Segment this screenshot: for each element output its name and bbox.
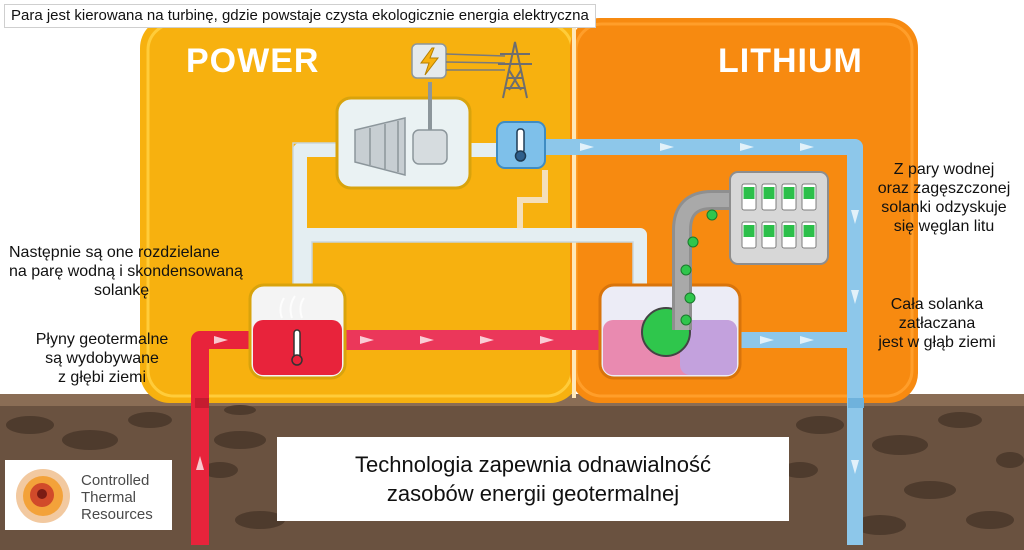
- logo-wordmark: Controlled Thermal Resources: [81, 472, 153, 523]
- label-recovery-line: się węglan litu: [893, 218, 995, 235]
- label-injection-line: Cała solanka: [890, 296, 984, 313]
- logo-word: Controlled: [81, 472, 150, 489]
- note-line: Technologia zapewnia odnawialność: [355, 452, 711, 477]
- rock-pattern: [6, 405, 1024, 535]
- brine-return-pipe: [545, 139, 863, 545]
- label-extraction-line: z głębi ziemi: [57, 369, 147, 386]
- geothermal-inflow-pipe: [191, 331, 255, 545]
- caption-banner: Para jest kierowana na turbinę, gdzie po…: [4, 4, 596, 28]
- label-recovery: Z pary wodnej oraz zagęszczonej solanki …: [866, 160, 1022, 236]
- label-injection-line: jest w głąb ziemi: [878, 334, 996, 351]
- flow-arrows: [196, 143, 859, 474]
- lithium-cell-charge: [743, 187, 755, 199]
- transmission-tower-icon: [498, 41, 532, 99]
- lithium-cell-charge: [763, 187, 775, 199]
- lightning-icon: [411, 43, 447, 79]
- note-line: zasobów energii geotermalnej: [386, 481, 680, 506]
- lithium-cell-charge: [803, 225, 815, 237]
- label-recovery-line: oraz zagęszczonej: [877, 180, 1011, 197]
- lithium-cell-icon: [741, 183, 817, 249]
- company-logo: [5, 460, 172, 530]
- label-injection-line: zatłaczana: [898, 315, 976, 332]
- lithium-cell-charge: [803, 187, 815, 199]
- label-extraction: Płyny geotermalne są wydobywane z głębi …: [22, 330, 182, 387]
- steam-pipe: [293, 143, 647, 300]
- lithium-cell-charge: [763, 225, 775, 237]
- logo-icon: [16, 469, 70, 523]
- lithium-heading: LITHIUM: [718, 42, 863, 80]
- renewability-note: Technologia zapewnia odnawialność zasobó…: [277, 437, 789, 521]
- lithium-cell-charge: [743, 225, 755, 237]
- turbine-icon: [354, 117, 406, 176]
- label-extraction-line: Płyny geotermalne: [35, 331, 169, 348]
- label-separation-line: Następnie są one rozdzielane: [9, 244, 220, 261]
- label-extraction-line: są wydobywane: [45, 350, 159, 367]
- label-recovery-line: solanki odzyskuje: [881, 199, 1007, 216]
- label-injection: Cała solanka zatłaczana jest w głąb ziem…: [862, 295, 1012, 352]
- logo-word: Thermal: [81, 489, 137, 506]
- steam-temperature-sensor: [496, 121, 546, 169]
- label-separation-line: na parę wodną i skondensowaną: [9, 263, 243, 280]
- logo-word: Resources: [81, 506, 153, 523]
- label-recovery-line: Z pary wodnej: [893, 161, 995, 178]
- generator-icon: [412, 129, 448, 165]
- label-separation: Następnie są one rozdzielane na parę wod…: [9, 243, 243, 300]
- lithium-cell-charge: [783, 187, 795, 199]
- power-lines: [445, 53, 506, 71]
- power-heading: POWER: [186, 42, 320, 80]
- lithium-cell-charge: [783, 225, 795, 237]
- condensate-pipe: [517, 170, 548, 230]
- thermometer-icon: [291, 329, 303, 366]
- label-separation-line: solankę: [94, 282, 150, 299]
- lithium-extraction-tank: [598, 283, 742, 380]
